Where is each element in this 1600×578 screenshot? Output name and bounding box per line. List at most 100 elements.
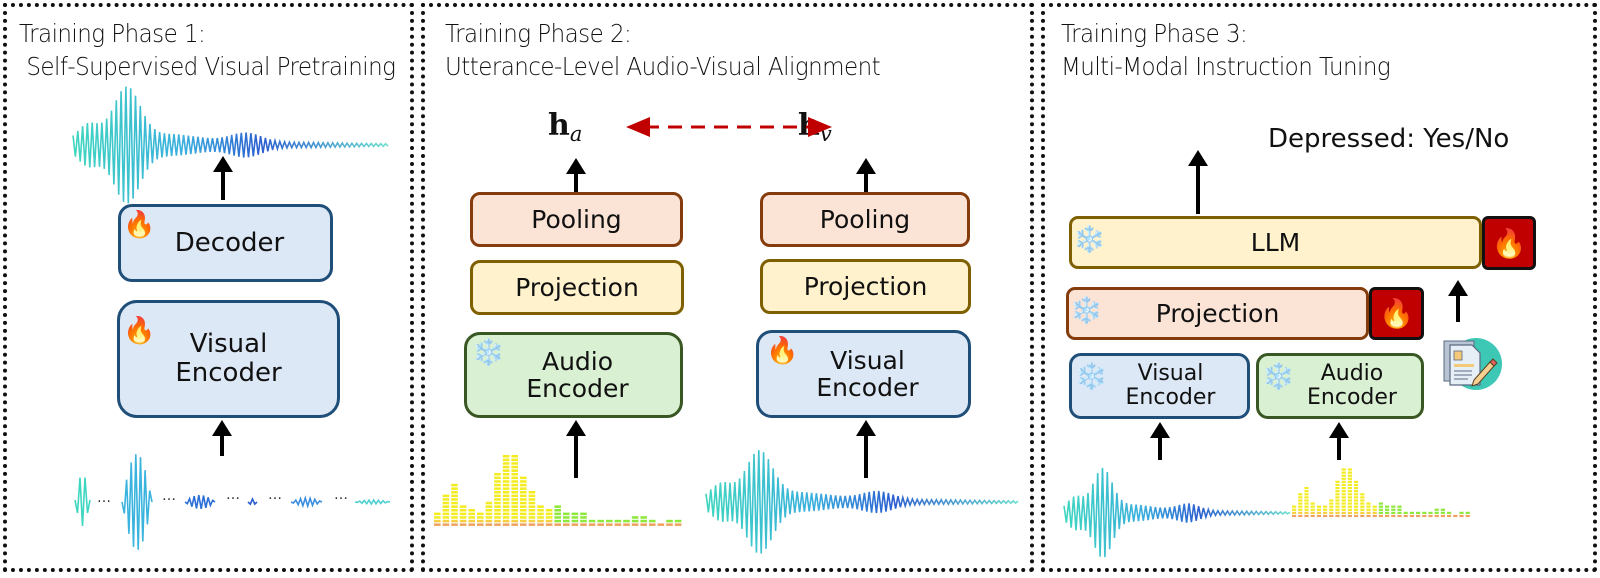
spectrogram-cell bbox=[442, 498, 450, 501]
ellipsis: … bbox=[334, 487, 348, 503]
spectrogram-cell bbox=[1304, 499, 1309, 502]
spectrogram-cell bbox=[1434, 511, 1439, 514]
spectrogram-cell bbox=[631, 516, 639, 519]
spectrogram-cell bbox=[1354, 499, 1359, 502]
spectrogram-cell bbox=[528, 491, 536, 494]
spectrogram-cell bbox=[1341, 511, 1346, 514]
spectrogram-cell bbox=[1329, 505, 1334, 508]
h-audio-label: ha bbox=[548, 108, 582, 146]
spectrogram-cell bbox=[511, 469, 518, 472]
spectrogram-cell bbox=[1354, 496, 1359, 499]
output-label: Depressed: Yes/No bbox=[1268, 124, 1510, 154]
spectrogram-cell bbox=[1347, 508, 1352, 511]
spectrogram-cell bbox=[494, 519, 501, 523]
spectrogram-cell bbox=[1378, 514, 1383, 518]
ellipsis: … bbox=[97, 490, 111, 506]
spectrogram-cell bbox=[511, 523, 518, 526]
llm-label: LLM bbox=[1250, 227, 1301, 257]
spectrogram-cell bbox=[1347, 490, 1352, 493]
spectrogram-cell bbox=[1416, 511, 1421, 514]
spectrogram-cell bbox=[451, 483, 458, 487]
spectrogram-cell bbox=[520, 501, 527, 505]
spectrogram-cell bbox=[1360, 502, 1365, 505]
spectrogram-cell bbox=[1434, 508, 1439, 511]
spectrogram-cell bbox=[597, 519, 604, 523]
phase-1-title: Training Phase 1: Self-Supervised Visual… bbox=[19, 17, 396, 83]
spectrogram-cell bbox=[442, 505, 450, 508]
spectrogram-cell bbox=[1341, 480, 1346, 483]
alignment-arrowhead-right bbox=[808, 117, 832, 137]
spectrogram-cell bbox=[571, 516, 579, 519]
spectrogram-cell bbox=[1360, 493, 1365, 496]
spectrogram-cell bbox=[494, 505, 501, 508]
spectrogram-cell bbox=[451, 519, 458, 523]
spectrogram-cell bbox=[494, 516, 501, 519]
spectrogram-cell bbox=[563, 523, 570, 526]
ellipsis: … bbox=[162, 488, 176, 504]
fire-icon: 🔥 bbox=[766, 336, 799, 366]
spectrogram-cell bbox=[554, 523, 561, 526]
phase-3-title-line1: Training Phase 3: bbox=[1061, 19, 1248, 48]
spectrogram-cell bbox=[485, 505, 493, 508]
spectrogram-cell bbox=[1397, 508, 1402, 511]
spectrogram-cell bbox=[666, 523, 673, 526]
spectrogram-cell bbox=[485, 519, 493, 523]
llm-lora-adapter: 🔥 bbox=[1482, 216, 1536, 270]
spectrogram-cell bbox=[1292, 511, 1297, 514]
snowflake-icon: ❄️ bbox=[1073, 225, 1106, 255]
spectrogram-cell bbox=[434, 512, 441, 516]
spectrogram-cell bbox=[477, 516, 484, 519]
spectrogram-cell bbox=[511, 480, 518, 483]
h-visual-subscript: v bbox=[819, 122, 832, 146]
spectrogram-cell bbox=[563, 516, 570, 519]
spectrogram-cell bbox=[494, 523, 501, 526]
visual-encoder-label-line2: Encoder bbox=[175, 358, 282, 388]
arrow-head bbox=[856, 420, 876, 436]
spectrogram-cell bbox=[459, 523, 467, 526]
spectrogram-cell bbox=[1347, 471, 1352, 474]
spectrogram-cell bbox=[520, 516, 527, 519]
spectrogram-cell bbox=[1341, 474, 1346, 477]
spectrogram-cell bbox=[1335, 505, 1340, 508]
spectrogram-cell bbox=[520, 476, 527, 480]
spectrogram-cell bbox=[502, 469, 510, 472]
phase-1-masked-input: …………… bbox=[74, 454, 391, 550]
spectrogram-cell bbox=[1310, 502, 1315, 505]
spectrogram-cell bbox=[502, 501, 510, 505]
spectrogram-cell bbox=[1341, 499, 1346, 502]
spectrogram-cell bbox=[502, 458, 510, 462]
spectrogram-cell bbox=[494, 498, 501, 501]
spectrogram-cell bbox=[1391, 508, 1396, 511]
spectrogram-cell bbox=[1341, 471, 1346, 474]
spectrogram-cell bbox=[1434, 514, 1439, 518]
spectrogram-cell bbox=[1354, 514, 1359, 518]
spectrogram-cell bbox=[520, 483, 527, 487]
spectrogram-cell bbox=[511, 462, 518, 465]
spectrogram-cell bbox=[1335, 496, 1340, 499]
spectrogram-cell bbox=[1428, 511, 1433, 514]
spectrogram-cell bbox=[1329, 514, 1334, 518]
spectrogram-cell bbox=[468, 509, 475, 512]
spectrogram-cell bbox=[1341, 493, 1346, 496]
visual-encoder-label-line2: Encoder bbox=[816, 373, 919, 402]
spectrogram-cell bbox=[520, 505, 527, 508]
spectrogram-cell bbox=[1341, 487, 1346, 490]
spectrogram-cell bbox=[1292, 505, 1297, 508]
spectrogram-cell bbox=[511, 458, 518, 462]
spectrogram-cell bbox=[1360, 499, 1365, 502]
ellipsis: … bbox=[226, 487, 240, 503]
spectrogram-cell bbox=[434, 519, 441, 523]
spectrogram-cell bbox=[494, 509, 501, 512]
spectrogram-cell bbox=[1304, 508, 1309, 511]
spectrogram-cell bbox=[1310, 505, 1315, 508]
spectrogram-cell bbox=[1316, 514, 1321, 518]
spectrogram-cell bbox=[580, 519, 587, 523]
spectrogram-cell bbox=[1347, 496, 1352, 499]
spectrogram-cell bbox=[1378, 511, 1383, 514]
spectrogram-cell bbox=[485, 523, 493, 526]
spectrogram-cell bbox=[1372, 514, 1377, 518]
spectrogram-cell bbox=[580, 512, 587, 516]
spectrogram-cell bbox=[606, 523, 613, 526]
